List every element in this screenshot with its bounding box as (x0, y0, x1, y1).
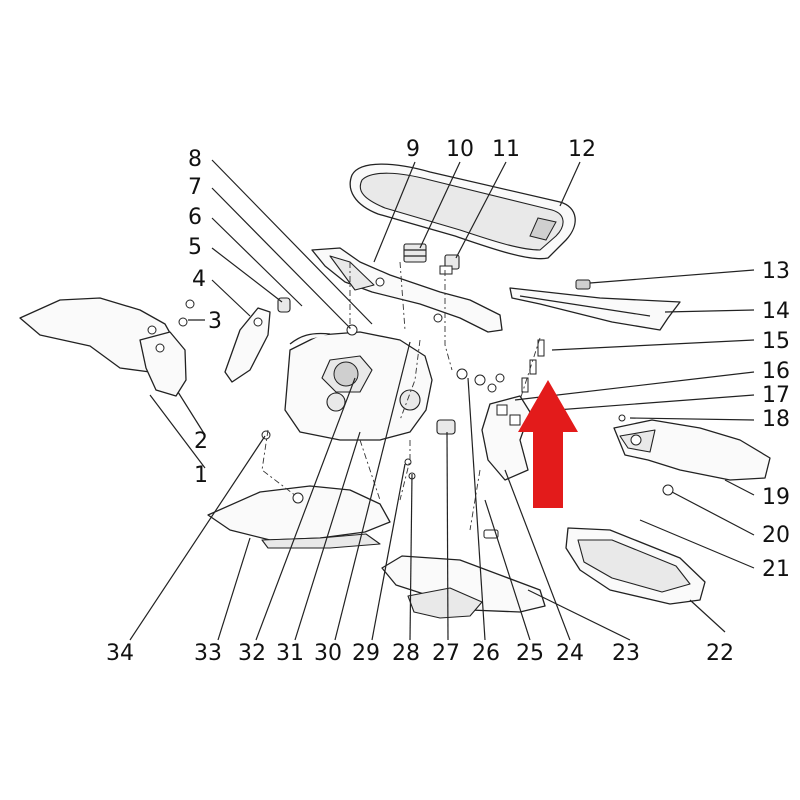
callout-7: 7 (188, 175, 202, 200)
part-seat-bracket (311, 247, 503, 333)
part-tail-bracket (474, 373, 531, 481)
callout-26: 26 (472, 641, 500, 666)
part-damper (403, 243, 427, 263)
red-up-arrow-icon (518, 380, 578, 508)
callout-8: 8 (188, 147, 202, 172)
part-bolts (519, 337, 545, 401)
part-rail (509, 287, 681, 331)
part-clip (439, 254, 460, 275)
callout-32: 32 (238, 641, 266, 666)
callout-10: 10 (446, 137, 474, 162)
callout-2: 2 (194, 429, 208, 454)
part-chain-guard (224, 307, 271, 383)
callout-22: 22 (706, 641, 734, 666)
callout-11: 11 (492, 137, 520, 162)
leader-lines (129, 159, 755, 641)
callout-6: 6 (188, 205, 202, 230)
part-lower-guard (381, 555, 546, 619)
part-battery-tray (565, 527, 706, 605)
callout-9: 9 (406, 137, 420, 162)
callout-23: 23 (612, 641, 640, 666)
part-seat (349, 163, 576, 260)
callout-1: 1 (194, 463, 208, 488)
callout-21: 21 (762, 557, 790, 582)
callout-20: 20 (762, 523, 790, 548)
callout-33: 33 (194, 641, 222, 666)
callout-31: 31 (276, 641, 304, 666)
callout-15: 15 (762, 329, 790, 354)
callout-24: 24 (556, 641, 584, 666)
part-clip-small (575, 279, 591, 290)
callout-16: 16 (762, 359, 790, 384)
callout-25: 25 (516, 641, 544, 666)
callout-17: 17 (762, 383, 790, 408)
callout-18: 18 (762, 407, 790, 432)
callout-14: 14 (762, 299, 790, 324)
part-side-panel (207, 485, 391, 549)
part-airbox (284, 331, 433, 441)
callout-19: 19 (762, 485, 790, 510)
callout-28: 28 (392, 641, 420, 666)
callout-29: 29 (352, 641, 380, 666)
callout-5: 5 (188, 235, 202, 260)
callout-34: 34 (106, 641, 134, 666)
callout-labels: 1 2 3 4 5 6 7 8 9 10 11 12 13 14 15 16 1… (106, 137, 790, 666)
callout-3: 3 (208, 309, 222, 334)
part-tail-light (613, 419, 771, 481)
callout-27: 27 (432, 641, 460, 666)
callout-12: 12 (568, 137, 596, 162)
part-front-fender (19, 297, 187, 397)
callout-30: 30 (314, 641, 342, 666)
callout-4: 4 (192, 267, 206, 292)
callout-13: 13 (762, 259, 790, 284)
assembly-lines (261, 261, 481, 531)
